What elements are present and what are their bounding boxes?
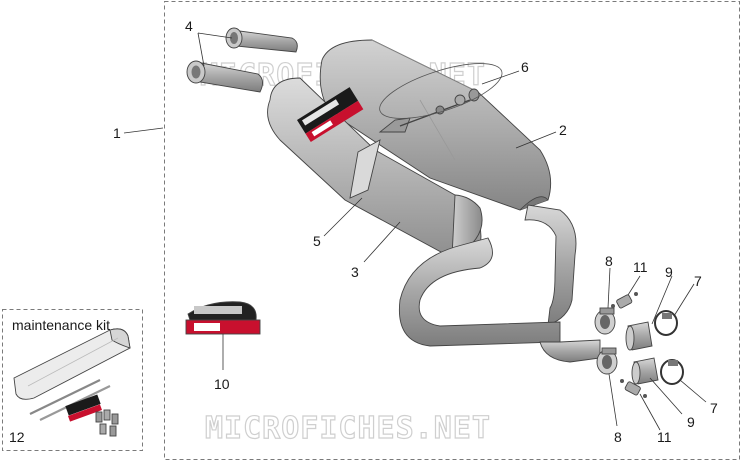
callout-9-lower: 9 [687,414,695,430]
link-pipe-lower [186,60,263,93]
maintenance-kit-contents [13,328,131,437]
clamp-band-lower [660,359,684,385]
callout-11-upper: 11 [633,259,648,275]
maintenance-kit-frame [2,309,143,451]
callout-8-lower: 8 [614,429,622,445]
bushing-upper [625,321,653,351]
callout-12: 12 [9,429,25,445]
callout-9-upper: 9 [665,264,673,280]
leader-lines [123,32,707,431]
silencer-logo [297,87,364,143]
callout-7-lower: 7 [710,400,718,416]
right-silencer [319,39,552,211]
watermark-bottom: MICROFICHES.NET [205,411,491,446]
spring-upper [611,292,638,309]
left-silencer [267,77,483,259]
left-header-pipe [398,237,601,363]
clamp-lower [596,347,618,375]
callout-1: 1 [113,125,121,141]
right-header-pipe [524,204,577,326]
callout-4: 4 [185,18,193,34]
callout-11-lower: 11 [657,429,672,445]
callout-2: 2 [559,122,567,138]
callout-5: 5 [313,233,321,249]
clamp-upper [594,307,616,335]
callout-6: 6 [521,59,529,75]
callout-8-upper: 8 [605,253,613,269]
main-assembly-frame [164,1,740,460]
maintenance-kit-title: maintenance kit [12,317,110,333]
mounting-bracket-kit [378,63,503,133]
logo-decal [185,301,261,335]
callout-3: 3 [351,264,359,280]
callout-10: 10 [214,376,230,392]
callout-7-upper: 7 [694,273,702,289]
bushing-lower [631,357,659,385]
clamp-band-upper [654,310,678,336]
spring-lower [620,379,647,398]
link-pipe-upper [225,27,298,53]
